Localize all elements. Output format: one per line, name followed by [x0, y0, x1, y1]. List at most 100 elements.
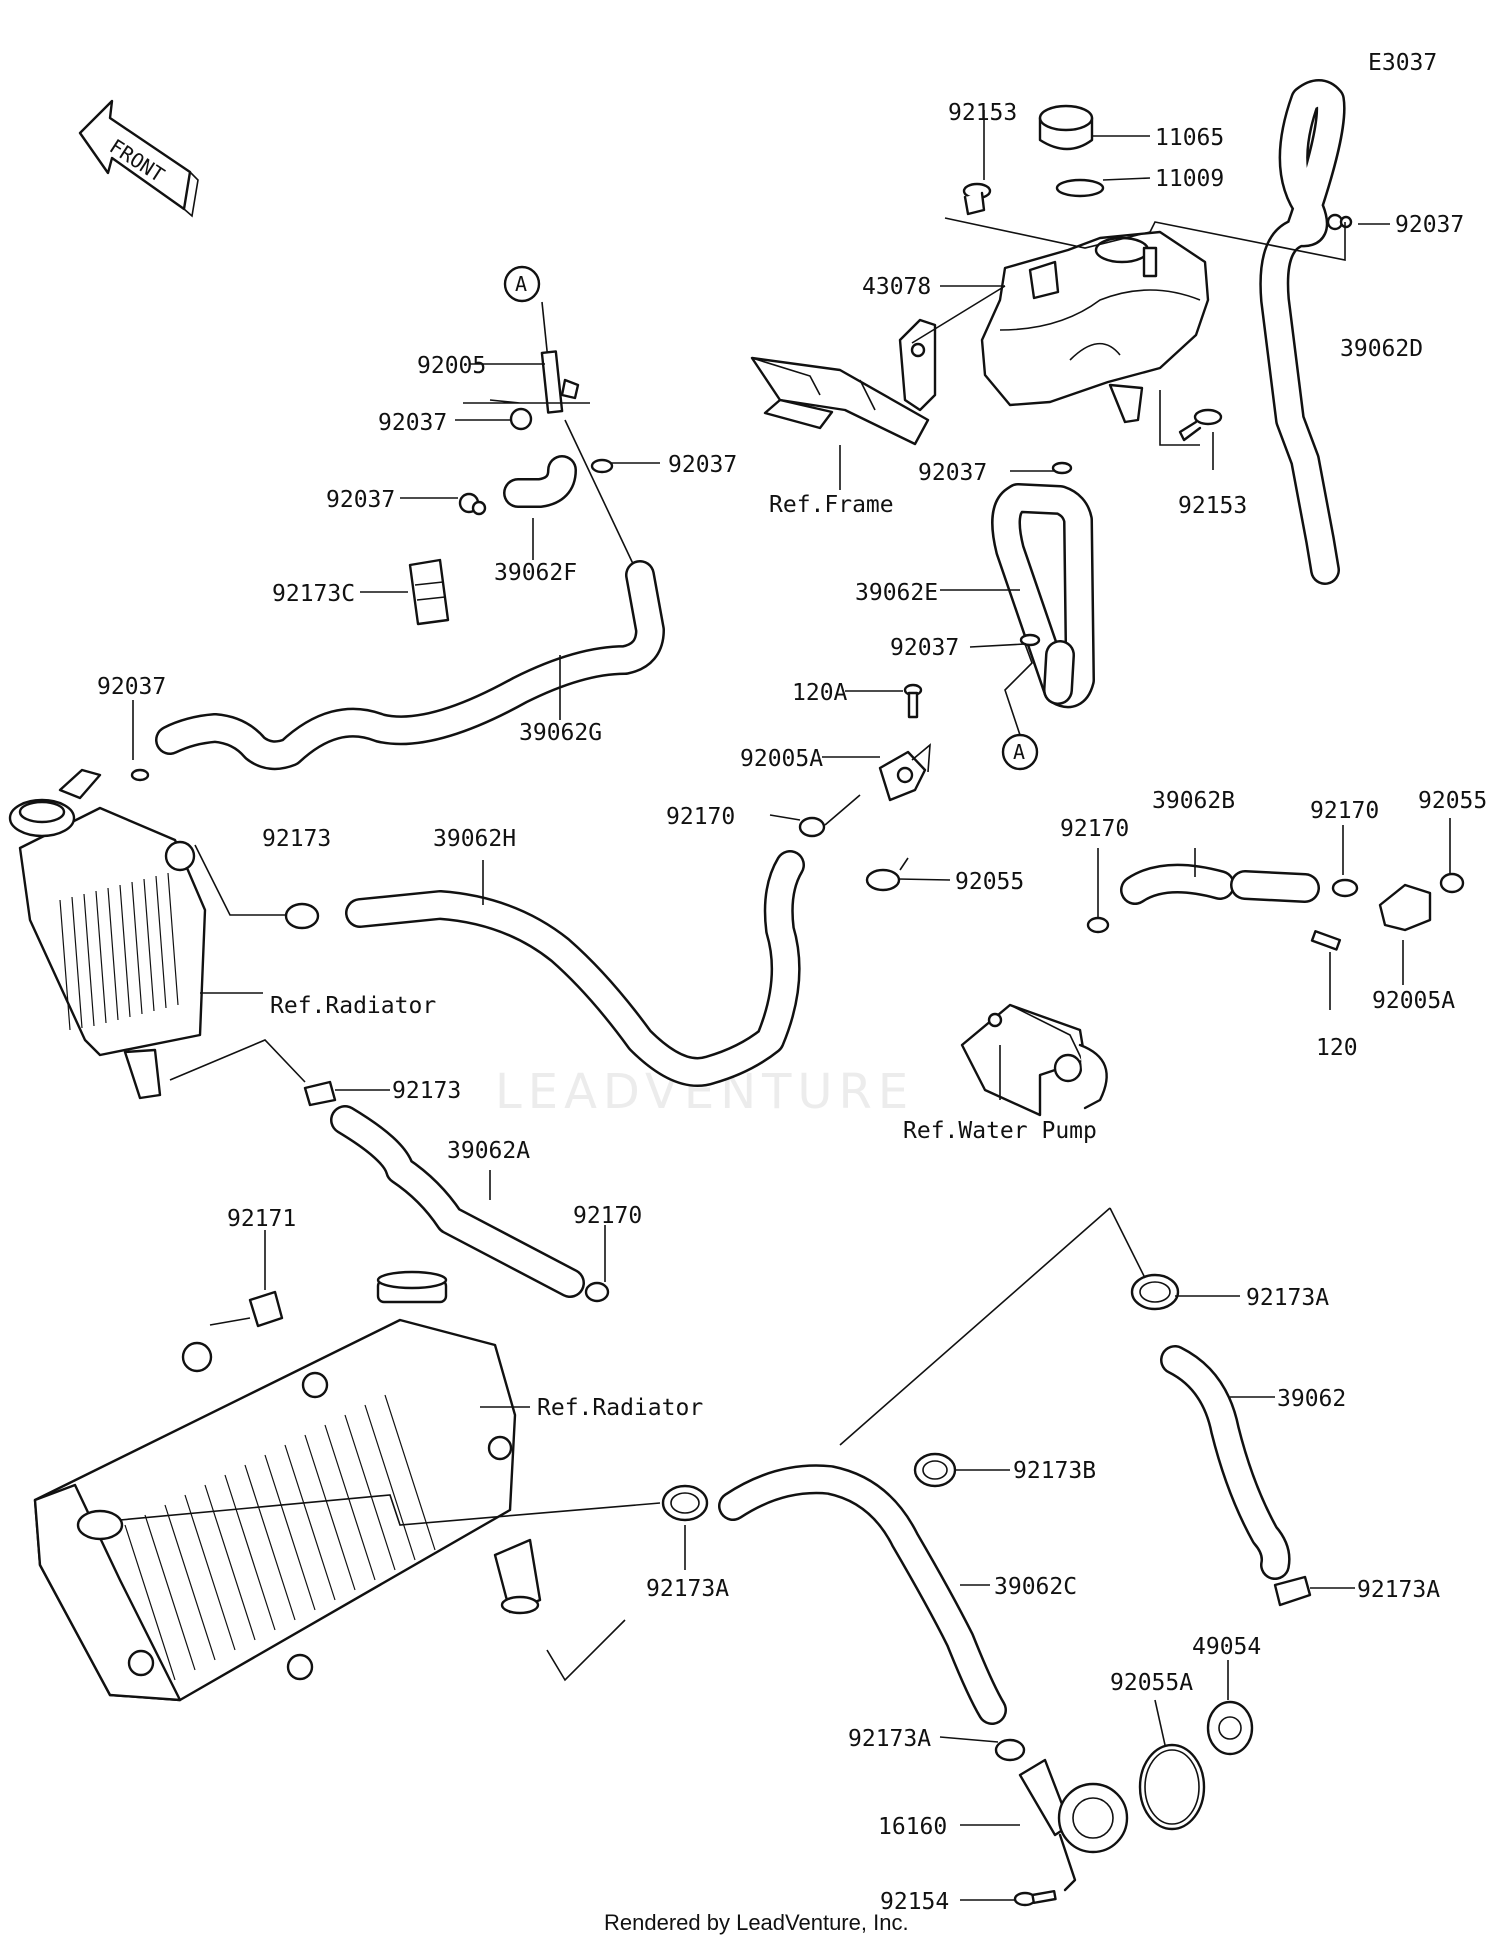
- oring-92055-mid: [865, 868, 901, 892]
- label-92173B: 92173B: [1013, 1458, 1096, 1484]
- label-39062F: 39062F: [494, 560, 577, 586]
- callout-a-top: A: [503, 265, 541, 303]
- label-92055-far: 92055: [1418, 788, 1487, 814]
- clip-92173A-top: [1130, 1273, 1180, 1311]
- label-92037-tank: 92037: [918, 460, 987, 486]
- fitting-92005A-mid: [878, 750, 927, 802]
- label-39062D: 39062D: [1340, 336, 1423, 362]
- label-92170-mid: 92170: [666, 804, 735, 830]
- clip-92170-low: [584, 1281, 610, 1303]
- label-39062B: 39062B: [1152, 788, 1235, 814]
- hose-39062G: [155, 560, 665, 771]
- ref-water-pump: Ref.Water Pump: [903, 1118, 1097, 1144]
- hose-39062H: [345, 850, 805, 1087]
- clip-92037-top-right: [1326, 213, 1353, 231]
- clip-92171: [248, 1290, 284, 1328]
- clip-92037-left: [130, 768, 150, 782]
- label-92037-l3: 92037: [326, 487, 395, 513]
- clip-92173-low: [303, 1080, 337, 1107]
- bolt-92153-top: [962, 182, 992, 216]
- hose-39062F: [503, 455, 577, 508]
- clip-92037-l2: [590, 458, 614, 474]
- label-39062G: 39062G: [519, 720, 602, 746]
- bolt-120A: [903, 683, 923, 719]
- label-11009: 11009: [1155, 166, 1224, 192]
- label-11065: 11065: [1155, 125, 1224, 151]
- cap-gasket-11009: [1055, 178, 1105, 198]
- leader-lines: [119, 110, 1451, 1901]
- label-92037-left: 92037: [97, 674, 166, 700]
- hose-39062A: [330, 1105, 585, 1298]
- label-92171: 92171: [227, 1206, 296, 1232]
- frame-section: [750, 356, 930, 446]
- fitting-92005A-right: [1378, 883, 1432, 932]
- radiator-upper: [8, 768, 207, 1100]
- bolt-92154: [1013, 1889, 1057, 1907]
- ref-radiator-lower: Ref.Radiator: [537, 1395, 703, 1421]
- tube-92005: [540, 301, 580, 414]
- hose-39062D: [1259, 79, 1346, 585]
- footer-credit: Rendered by LeadVenture, Inc.: [604, 1910, 909, 1935]
- clip-92170-mid: [798, 816, 826, 838]
- ref-frame: Ref.Frame: [769, 492, 894, 518]
- clip-92037-l3: [458, 492, 487, 516]
- svg-text:A: A: [515, 272, 527, 296]
- label-92005A-mid: 92005A: [740, 746, 823, 772]
- label-120A: 120A: [792, 680, 848, 706]
- clip-92173C: [408, 558, 450, 626]
- label-92170-low: 92170: [573, 1203, 642, 1229]
- housing-16160: [1018, 1758, 1129, 1892]
- label-92173C: 92173C: [272, 581, 355, 607]
- label-92037-l2: 92037: [668, 452, 737, 478]
- label-92170-right: 92170: [1060, 816, 1129, 842]
- clip-92173A-right: [1273, 1575, 1312, 1607]
- oring-92055-far: [1439, 872, 1465, 894]
- hose-39062: [1160, 1345, 1291, 1580]
- svg-text:A: A: [1013, 740, 1025, 764]
- label-92173A-bottom: 92173A: [848, 1726, 931, 1752]
- label-92037-e: 92037: [890, 635, 959, 661]
- reservoir-cap-11065: [1038, 104, 1094, 151]
- clip-92173B: [913, 1452, 957, 1488]
- label-92173A-right: 92173A: [1357, 1577, 1440, 1603]
- label-92173A-left: 92173A: [646, 1576, 729, 1602]
- label-43078: 43078: [862, 274, 931, 300]
- reservoir-tank: [980, 230, 1210, 424]
- water-pump: [960, 1003, 1108, 1117]
- label-92173A-top: 92173A: [1246, 1285, 1329, 1311]
- label-92005: 92005: [417, 353, 486, 379]
- ref-radiator-upper: Ref.Radiator: [270, 993, 436, 1019]
- label-49054: 49054: [1192, 1634, 1261, 1660]
- bracket-43078: [898, 318, 937, 412]
- radiator-lower: [33, 1270, 542, 1702]
- label-92173-low: 92173: [392, 1078, 461, 1104]
- thermostat-49054: [1206, 1700, 1254, 1756]
- label-39062H: 39062H: [433, 826, 516, 852]
- bolt-120: [1310, 929, 1342, 951]
- label-92173-up: 92173: [262, 826, 331, 852]
- diagram-code: E3037: [1368, 50, 1437, 76]
- label-39062C: 39062C: [994, 1574, 1077, 1600]
- label-92153-right: 92153: [1178, 493, 1247, 519]
- clip-92173A-left: [661, 1484, 709, 1522]
- label-16160: 16160: [878, 1814, 947, 1840]
- label-120: 120: [1316, 1035, 1358, 1061]
- label-92037-l1: 92037: [378, 410, 447, 436]
- clip-92170-far: [1331, 878, 1359, 898]
- hose-39062B: [1120, 863, 1320, 905]
- overflow-tube: [564, 419, 636, 569]
- label-92037-tr: 92037: [1395, 212, 1464, 238]
- hose-39062E: [991, 483, 1095, 709]
- clip-92037-e: [1019, 633, 1041, 647]
- bolt-92153-right: [1178, 408, 1223, 442]
- part-labels: 92153 11065 11009 92037 43078 39062D 920…: [97, 100, 1487, 1915]
- front-arrow-icon: FRONT: [78, 99, 199, 218]
- clip-92037-l1: [509, 407, 533, 431]
- label-39062A: 39062A: [447, 1138, 530, 1164]
- clip-92170-right: [1086, 916, 1110, 934]
- label-92055A: 92055A: [1110, 1670, 1193, 1696]
- clip-92173-up: [284, 902, 320, 930]
- label-92154: 92154: [880, 1889, 949, 1915]
